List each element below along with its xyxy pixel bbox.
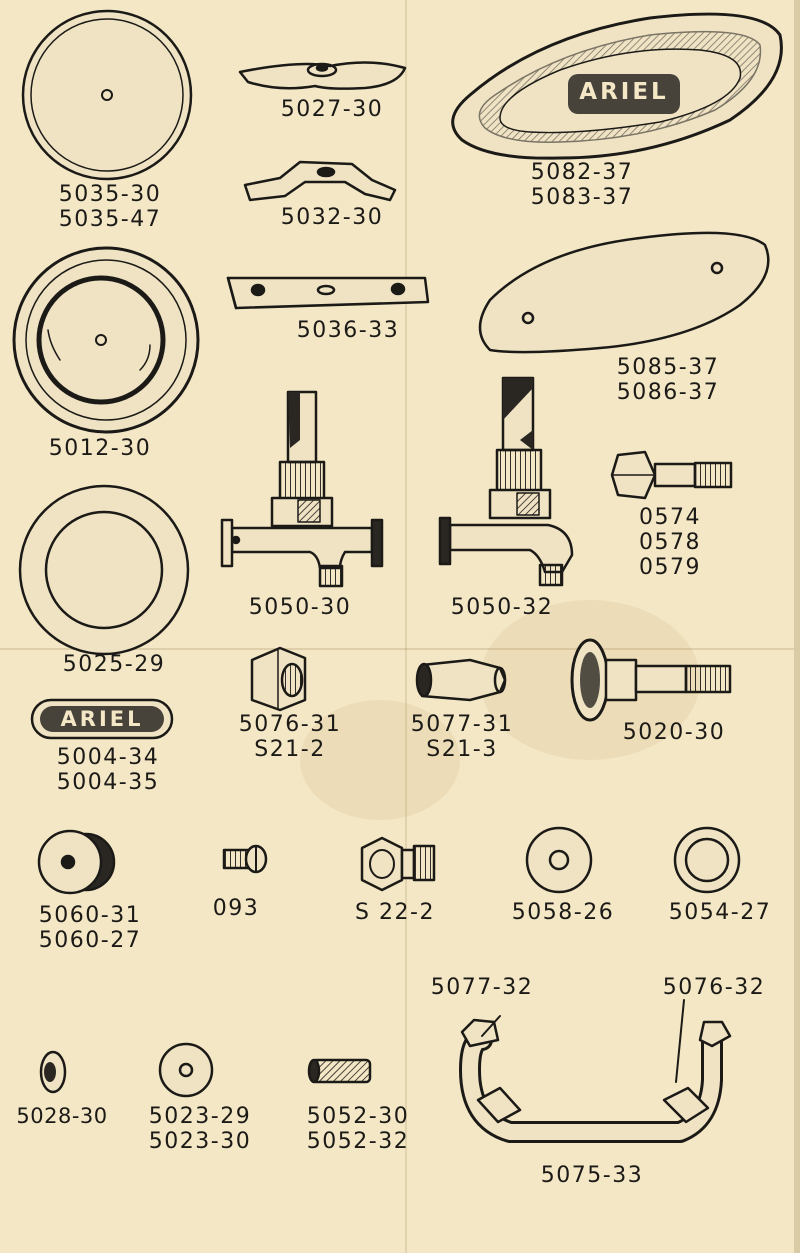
label-5076-32: 5076-32 [644,975,784,1000]
part-number: 5075-33 [540,1163,644,1188]
part-5036-plate-drawing [226,276,430,310]
label-5036: 5036-33 [278,318,418,343]
label-0574: 0574 0578 0579 [615,505,725,580]
label-5077-31: 5077-31 S21-3 [392,712,532,762]
part-number: 5052-32 [306,1129,410,1154]
part-5076-31-nut-drawing [250,646,307,712]
part-number: 5012-30 [48,436,152,461]
part-5050-32-fuel-tap-drawing [438,376,574,587]
part-number: 0574 [639,505,701,530]
part-number: 5077-32 [430,975,534,1000]
label-5058: 5058-26 [498,900,628,925]
part-093-screw-drawing [222,844,268,874]
label-5050-30: 5050-30 [230,595,370,620]
page-edge [794,0,800,1253]
label-5032: 5032-30 [262,205,402,230]
part-5032-bracket-drawing [243,160,397,202]
part-5050-30-fuel-tap-drawing [220,390,384,588]
part-5035-cap-drawing [21,9,193,181]
fold-line-vertical [405,0,407,1253]
part-number: S 22-2 [355,900,435,925]
label-5075: 5075-33 [522,1163,662,1188]
part-number: 5076-31 [238,712,342,737]
label-5076-31: 5076-31 S21-2 [220,712,360,762]
part-number: 5023-29 [148,1104,252,1129]
part-number: 5025-29 [62,652,166,677]
part-number: 5050-32 [450,595,554,620]
label-5060: 5060-31 5060-27 [20,903,160,953]
label-5085: 5085-37 5086-37 [598,355,738,405]
part-number: S21-2 [254,737,326,762]
part-5012-dished-cap-drawing [12,246,200,434]
part-number: 5028-30 [16,1104,108,1128]
part-0574-bolt-drawing [610,450,733,500]
part-number: 5023-30 [148,1129,252,1154]
label-5052: 5052-30 5052-32 [290,1104,426,1154]
part-number: 5036-33 [296,318,400,343]
part-5028-nut-drawing [39,1050,67,1094]
part-number: 5035-47 [58,207,162,232]
label-5077-32: 5077-32 [412,975,552,1000]
fold-line-horizontal [0,648,800,650]
label-s22-2: S 22-2 [335,900,455,925]
part-number: 5020-30 [622,720,726,745]
part-5004-small-badge-drawing [30,698,174,740]
part-5027-wingnut-drawing [238,61,407,90]
part-number: 5086-37 [616,380,720,405]
label-5035: 5035-30 5035-47 [40,182,180,232]
tank-badge-logo-text: ARIEL [579,79,669,105]
label-5054: 5054-27 [655,900,785,925]
label-5025: 5025-29 [44,652,184,677]
part-5075-pipe-drawing [459,999,732,1143]
part-s22-2-union-drawing [360,836,436,892]
part-5052-sleeve-drawing [307,1058,372,1084]
part-5085-side-plate-drawing [478,231,770,354]
label-093: 093 [196,896,276,921]
part-number: 093 [212,896,260,921]
part-number: 0579 [639,555,701,580]
part-number: 5054-27 [668,900,772,925]
part-number: 5035-30 [58,182,162,207]
part-number: 5060-31 [38,903,142,928]
part-number: 5082-37 [530,160,634,185]
part-number: 5004-35 [56,770,160,795]
label-5028: 5028-30 [2,1104,122,1129]
part-number: 5058-26 [511,900,615,925]
part-5058-washer-drawing [525,826,593,894]
part-5077-31-nipple-drawing [415,658,507,702]
label-5023: 5023-29 5023-30 [132,1104,268,1154]
part-number: 5085-37 [616,355,720,380]
label-5027: 5027-30 [262,97,402,122]
label-5082: 5082-37 5083-37 [512,160,652,210]
part-number: 5077-31 [410,712,514,737]
part-number: 5004-34 [56,745,160,770]
part-5025-ring-drawing [18,484,190,656]
part-5060-bush-drawing [37,829,116,895]
part-number: 5027-30 [280,97,384,122]
label-5050-32: 5050-32 [432,595,572,620]
part-5020-knob-bolt-drawing [570,638,732,722]
part-5023-washer-drawing [158,1042,214,1098]
part-number: 0578 [639,530,701,555]
part-number: 5032-30 [280,205,384,230]
part-number: S21-3 [426,737,498,762]
part-5082-tank-badge-drawing [451,12,783,160]
label-5004: 5004-34 5004-35 [38,745,178,795]
part-number: 5052-30 [306,1104,410,1129]
label-5020: 5020-30 [604,720,744,745]
small-badge-logo-text: ARIEL [60,707,144,731]
label-5012: 5012-30 [30,436,170,461]
part-number: 5060-27 [38,928,142,953]
part-5054-washer-drawing [673,826,741,894]
part-number: 5083-37 [530,185,634,210]
part-number: 5050-30 [248,595,352,620]
part-number: 5076-32 [662,975,766,1000]
